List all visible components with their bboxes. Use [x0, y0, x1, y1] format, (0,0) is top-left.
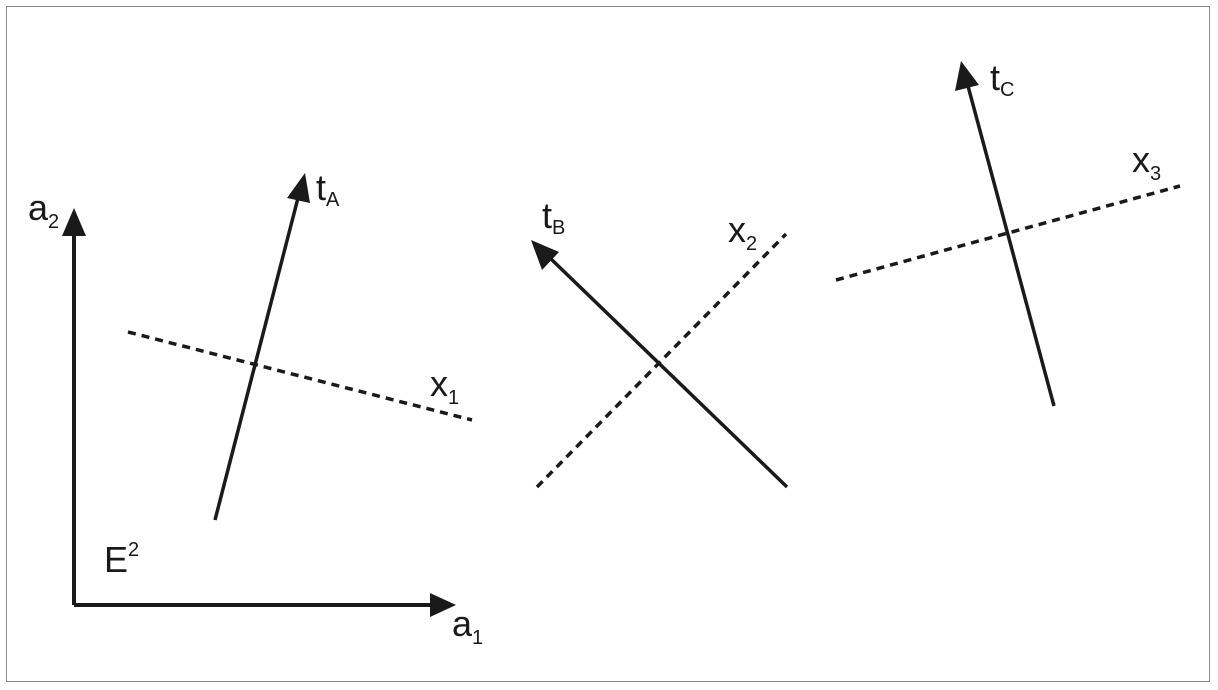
dashed-line-x3 [835, 184, 1181, 282]
label-axis-a2-base: a [28, 187, 49, 228]
arrowhead-tB [531, 240, 559, 270]
label-tA-sub: A [326, 189, 340, 211]
label-x3-sub: 3 [1150, 163, 1161, 185]
axis-a2-arrowhead [62, 208, 86, 236]
label-x3-base: x [1132, 139, 1150, 180]
label-tC: tC [990, 57, 1014, 101]
label-x1: x1 [430, 363, 459, 409]
label-x3: x3 [1132, 139, 1161, 185]
label-tB-base: t [542, 195, 552, 236]
label-axis-a1-base: a [452, 603, 473, 644]
label-x1-sub: 1 [448, 387, 459, 409]
line-group-C [835, 61, 1181, 407]
dashed-line-x2 [535, 232, 788, 489]
label-axis-a2-sub: 2 [48, 211, 59, 233]
label-tA: tA [316, 167, 340, 211]
label-axis-a1-sub: 1 [472, 627, 483, 649]
label-tB: tB [542, 195, 565, 239]
arrowhead-tA [287, 173, 310, 203]
label-x2: x2 [728, 209, 757, 255]
label-x2-base: x [728, 209, 746, 250]
diagram-frame [6, 6, 1210, 682]
arrow-line-tB [548, 256, 789, 489]
label-space: E2 [104, 539, 139, 580]
arrow-line-tA [213, 197, 300, 521]
coordinate-axes [62, 208, 456, 617]
label-space-base: E [104, 539, 128, 580]
label-x1-base: x [430, 363, 448, 404]
label-space-sup: 2 [128, 539, 139, 561]
label-tC-base: t [990, 57, 1000, 98]
label-tA-base: t [316, 167, 326, 208]
label-x2-sub: 2 [746, 233, 757, 255]
label-tB-sub: B [552, 217, 565, 239]
label-axis-a2: a2 [28, 187, 59, 233]
line-group-B [531, 232, 789, 489]
arrow-line-tC [966, 85, 1056, 407]
line-group-A [127, 173, 473, 521]
dashed-line-x1 [127, 330, 473, 422]
axis-a1-arrowhead [430, 593, 456, 617]
label-tC-sub: C [1000, 79, 1014, 101]
label-axis-a1: a1 [452, 603, 483, 649]
arrowhead-tC [955, 61, 979, 91]
